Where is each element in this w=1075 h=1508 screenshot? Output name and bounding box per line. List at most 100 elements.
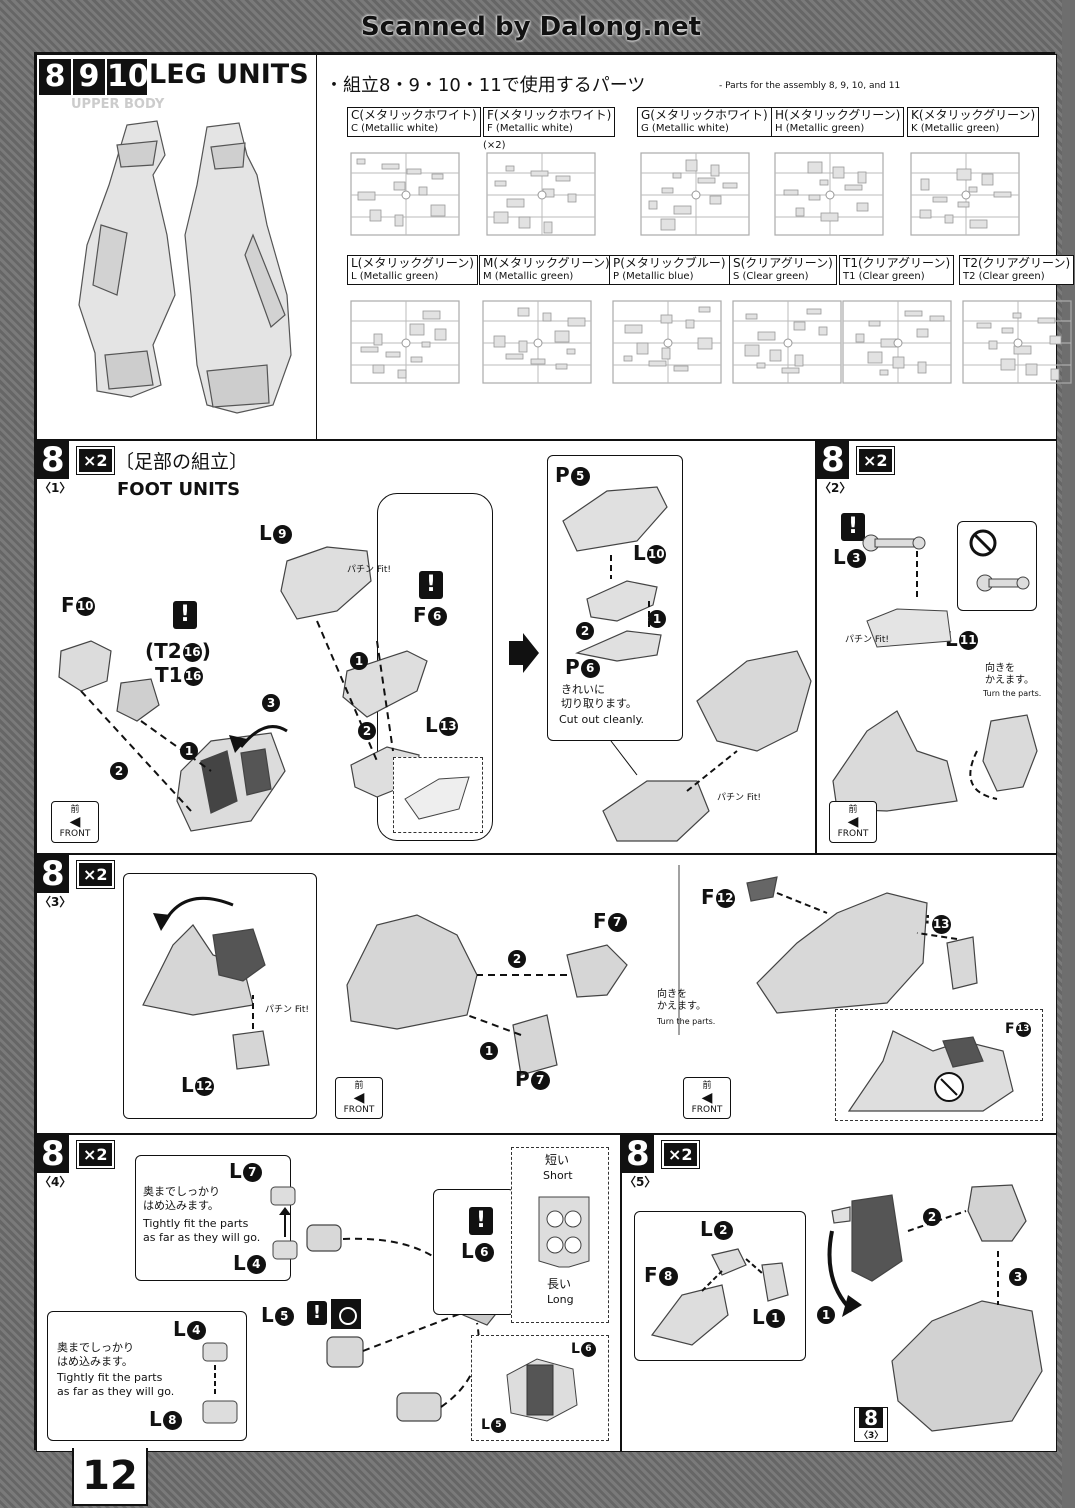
runner-name-jp: H(メタリックグリーン) [775,108,901,122]
prohibited-icon [969,529,1030,592]
reference-step-badge: 8 〈3〉 [854,1407,889,1442]
sticker-icon [331,1299,361,1329]
caution-icon: ! [841,513,865,541]
fit-note: パチン Fit! [845,635,890,645]
runner-name-en: G (Metallic white) [641,123,729,134]
runner-name-jp: T2(クリアグリーン) [963,256,1071,270]
runner-name-jp: T1(クリアグリーン) [843,256,951,270]
step-sub: 〈3〉 [39,895,72,909]
svg-text:1: 1 [485,1044,493,1058]
svg-text:2: 2 [115,764,123,778]
turn-note-jp: 向きを かえます。 [985,663,1034,686]
runner-name-jp: K(メタリックグリーン) [911,108,1036,122]
wrong-way-box [957,521,1037,611]
runner-sprue-0 [350,152,460,236]
runner-sprue-10 [962,300,1072,384]
side-armor-diagram [746,876,978,1014]
caution-icon-f6: ! [419,571,443,599]
runner-label-0: C(メタリックホワイト)C (Metallic white) [347,107,481,137]
caution-icon: ! [173,601,197,629]
front-armor-diagram: 21 [346,914,628,1076]
fit-note-jp-2: 奥までしっかり はめ込みます。 [57,1341,134,1368]
runner-name-jp: L(メタリックグリーン) [351,256,474,270]
l7-l4-diagram [270,1186,298,1260]
parts-list-panel: ・組立8・9・10・11で使用するパーツ - Parts for the ass… [316,54,1075,440]
runner-name-jp: C(メタリックホワイト) [351,108,477,122]
runner-label-3: H(メタリックグリーン)H (Metallic green) [771,107,905,137]
long-jp: 長い [547,1277,572,1291]
runner-sprue-9 [842,300,952,384]
fit-note: パチン Fit! [265,1005,310,1015]
runner-name-en: S (Clear green) [733,271,809,282]
quantity-badge: ×2 [76,446,115,475]
ankle-attach-diagram [142,896,270,1070]
runner-label-5: L(メタリックグリーン)L (Metallic green) [347,255,478,285]
runner-sprue-8 [732,300,842,384]
step-number-8: 8 [39,59,71,95]
runner-name-en: K (Metallic green) [911,123,1000,134]
step-sub: 〈4〉 [39,1175,72,1189]
caution-icon-l6: ! [469,1207,493,1235]
knee-armor-diagram [650,1248,789,1346]
l4-l8-diagram [202,1342,238,1424]
short-en: Short [543,1169,573,1182]
svg-text:2: 2 [513,952,521,966]
step-number: 8 [817,441,849,479]
fit-note-2: パチン Fit! [717,793,762,803]
next-arrow-icon [509,633,539,673]
runner-sprue-6 [482,300,592,384]
runner-name-jp: S(クリアグリーン) [733,256,833,270]
runner-label-8: S(クリアグリーン)S (Clear green) [729,255,837,285]
runner-name-en: H (Metallic green) [775,123,865,134]
section-title: LEG UNITS [149,59,309,90]
runner-sprue-7 [612,300,722,384]
runner-label-10: T2(クリアグリーン)T2 (Clear green) [959,255,1075,285]
runner-name-en: T2 (Clear green) [963,271,1045,282]
subassembly-title-jp: 〔足部の組立〕 [115,451,249,473]
runner-name-en: M (Metallic green) [483,271,574,282]
fit-note-jp: 奥までしっかり はめ込みます。 [143,1185,220,1212]
runner-label-1: F(メタリックホワイト)F (Metallic white) [483,107,616,137]
parts-heading-jp: ・組立8・9・10・11で使用するパーツ [325,75,646,96]
turn-note-jp: 向きを かえます。 [657,989,706,1012]
runner-label-2: G(メタリックホワイト)G (Metallic white) [637,107,772,137]
divider-line [678,865,680,1035]
ghost-text: UPPER BODY [71,97,165,112]
step-number-10: 10 [107,59,149,95]
quantity-badge: ×2 [76,1140,115,1169]
quantity-badge: ×2 [661,1140,700,1169]
joint-insert-diagram [862,534,952,648]
runner-label-6: M(メタリックグリーン)M (Metallic green) [479,255,614,285]
svg-text:2: 2 [581,624,589,638]
toe-assembly-diagram: 21 [562,486,668,662]
step-number: 8 [622,1135,654,1173]
fit-note: パチン Fit! [347,565,392,575]
step-number: 8 [37,855,69,893]
runner-name-jp: F(メタリックホワイト) [487,108,612,122]
svg-text:1: 1 [653,612,661,626]
f13-detail-diagram [847,1030,1014,1112]
short-long-diagram [538,1196,590,1268]
fit-note-en-2: Tightly fit the parts as far as they wil… [57,1371,175,1398]
step-number-9: 9 [73,59,105,95]
long-en: Long [547,1293,574,1306]
svg-text:2: 2 [363,724,371,738]
front-indicator: 前◀FRONT [829,801,877,843]
